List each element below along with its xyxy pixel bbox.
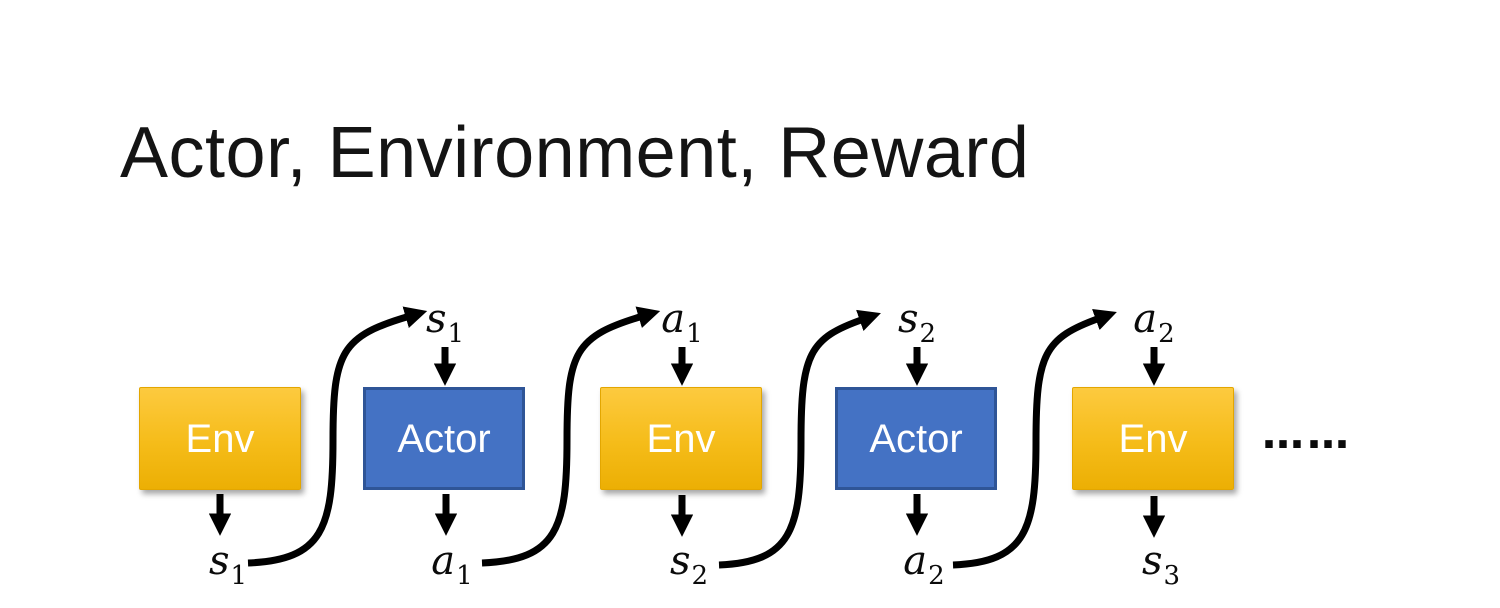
env-box-2-label: Env: [646, 416, 716, 461]
actor-box-2: Actor: [835, 387, 997, 490]
action-label-a1-top: a1: [661, 296, 703, 349]
action-label-a2-top: a2: [1133, 296, 1175, 349]
continuation-ellipsis: ……: [1262, 409, 1352, 458]
state-label-s1-bottom: s1: [208, 538, 248, 591]
env-box-1-label: Env: [185, 416, 255, 461]
actor-box-2-label: Actor: [869, 416, 963, 461]
env-box-1: Env: [139, 387, 301, 490]
env-box-3-label: Env: [1118, 416, 1188, 461]
actor-box-1-label: Actor: [397, 416, 491, 461]
actor-box-1: Actor: [363, 387, 525, 490]
state-label-s3-bottom: s3: [1141, 538, 1181, 591]
down-arrows-out-of-boxes: [208, 494, 1166, 538]
action-label-a1-bottom: a1: [431, 538, 473, 591]
state-label-s2-top: s2: [897, 296, 937, 349]
state-label-s1-top: s1: [425, 296, 465, 349]
slide-title: Actor, Environment, Reward: [120, 113, 1030, 193]
action-label-a2-bottom: a2: [903, 538, 945, 591]
env-box-3: Env: [1072, 387, 1234, 490]
env-box-2: Env: [600, 387, 762, 490]
state-label-s2-bottom: s2: [669, 538, 709, 591]
down-arrows-into-boxes: [433, 347, 1166, 386]
